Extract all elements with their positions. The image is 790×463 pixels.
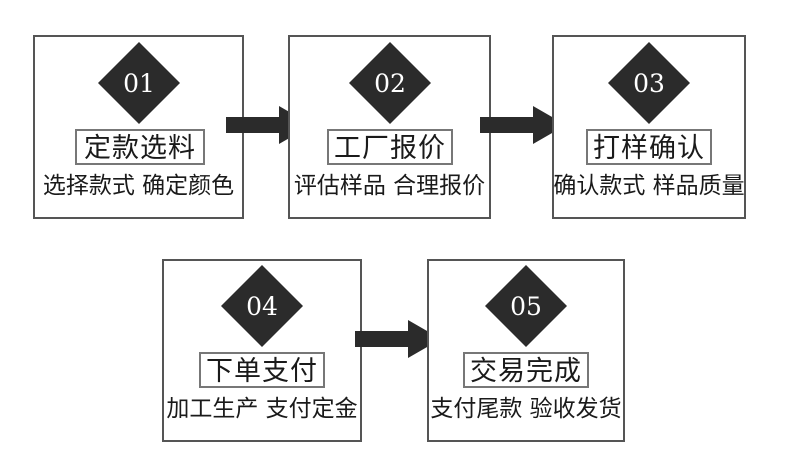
step-number-05: 05	[510, 292, 542, 321]
step-description-05: 支付尾款 验收发货	[430, 396, 622, 422]
step-number-02: 02	[374, 69, 406, 98]
step-title-chip-03: 打样确认	[586, 129, 712, 165]
flow-arrow-02-to-03	[480, 106, 566, 144]
step-description-04: 加工生产 支付定金	[166, 396, 358, 422]
step-title-chip-02: 工厂报价	[327, 129, 453, 165]
step-description-01: 选择款式 确定颜色	[42, 173, 235, 199]
step-title-chip-05: 交易完成	[463, 352, 589, 388]
step-number-04: 04	[246, 292, 278, 321]
step-title-chip-01: 定款选料	[75, 129, 205, 165]
step-description-03: 确认款式 样品质量	[553, 173, 745, 199]
step-title-chip-04: 下单支付	[199, 352, 325, 388]
flow-arrow-04-to-05	[355, 320, 441, 358]
step-description-02: 评估样品 合理报价	[293, 173, 486, 199]
step-number-03: 03	[633, 69, 665, 98]
step-number-01: 01	[123, 69, 155, 98]
